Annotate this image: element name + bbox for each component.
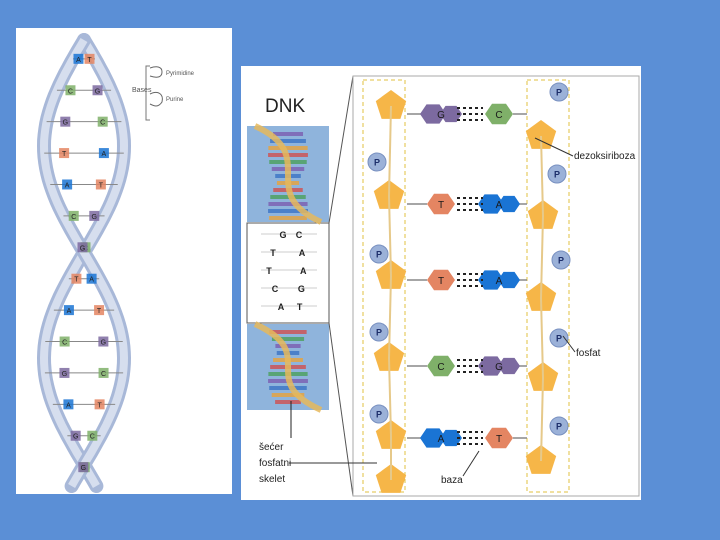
phosphate-group: P [370,245,388,263]
base-letter: C [71,214,76,221]
svg-text:P: P [556,334,562,344]
base-letter: A [496,276,503,287]
base-letter: T [97,402,102,409]
base-letter: T [438,276,444,287]
helix-rung: TA [50,179,118,189]
helix-rung: GC [45,368,123,378]
helix-rung: TA [73,54,95,64]
base-letter: T [99,182,104,189]
helix-rung: CG [78,462,89,472]
backbone-label-line3: skelet [259,474,285,485]
base-letter: G [80,245,85,252]
purine-icon [150,92,162,106]
base-letter: C [495,110,502,121]
phosphate-group: P [552,251,570,269]
base-letter: T [97,308,102,315]
backbone-label-line1: šećer [259,442,284,453]
svg-text:P: P [558,256,564,266]
inset-base-left: A [278,302,285,312]
base-letter: G [437,110,445,121]
base-letter: A [438,434,445,445]
helix-rung: AT [44,148,124,158]
figure-title: DNK [265,96,305,117]
inset-base-left: G [279,230,286,240]
helix-rung: GC [63,211,104,221]
base-letter: G [73,434,78,441]
double-helix-diagram: TAGCCGATTAGCCGTAATCGGCATGCCG Bases Pyrim… [16,28,232,494]
inset-base-right: G [298,284,305,294]
helix-rung: CG [47,117,122,127]
base-label: baza [441,475,463,486]
inset-base-right: A [300,266,307,276]
inset-middle [247,223,329,323]
helix-rung: CG [77,242,90,252]
base-letter: G [63,120,68,127]
svg-text:P: P [374,158,380,168]
base-letter: C [62,340,67,347]
phosphate-group: P [370,323,388,341]
base-letter: A [65,182,70,189]
base-letter: T [496,434,502,445]
svg-text:P: P [376,410,382,420]
svg-text:P: P [376,328,382,338]
base-letter: G [95,88,100,95]
base-letter: T [74,277,79,284]
phosphate-label: fosfat [576,348,601,359]
base-letter: C [100,120,105,127]
svg-text:P: P [556,88,562,98]
base-letter: C [90,434,95,441]
bases-label: Bases [132,87,152,94]
zoom-line-top [329,76,353,223]
base-letter: A [66,402,71,409]
phosphate-group: P [550,83,568,101]
base-letter: G [495,362,503,373]
phosphate-group: P [550,329,568,347]
inset-base-right: C [296,230,303,240]
svg-text:P: P [376,250,382,260]
pyrimidine-icon [150,67,162,77]
phosphate-group: P [370,405,388,423]
inset-base-right: A [299,248,306,258]
zoom-line-bottom [329,323,353,496]
base-letter: T [62,151,67,158]
phosphate-group: P [550,417,568,435]
base-letter: A [102,151,107,158]
phosphate-group: P [548,165,566,183]
svg-text:P: P [554,170,560,180]
inset-base-left: C [272,284,279,294]
base-letter: T [87,57,92,64]
base-letter: G [101,340,106,347]
deoxyribose-label: dezoksiriboza [574,151,636,162]
base-letter: C [68,88,73,95]
purine-label: Purine [166,97,184,103]
base-letter: G [62,371,67,378]
inset-base-right: T [297,302,303,312]
pyrimidine-label: Pyrimidine [166,71,195,77]
base-letter: A [496,200,503,211]
phosphate-group: P [368,153,386,171]
inset-base-left: T [270,248,276,258]
base-letter: C [437,362,444,373]
base-letter: A [89,277,94,284]
svg-text:P: P [556,422,562,432]
inset-base-left: T [266,266,272,276]
backbone-label-line2: fosfatni [259,458,291,469]
base-letter: G [92,214,97,221]
base-letter: A [67,308,72,315]
base-letter: T [438,200,444,211]
base-letter: A [76,57,81,64]
base-letter: G [81,465,86,472]
bases-legend: Bases Pyrimidine Purine [132,66,195,120]
base-letter: C [101,371,106,378]
helix-rung: AT [53,399,115,409]
helix-backbone [44,40,124,486]
